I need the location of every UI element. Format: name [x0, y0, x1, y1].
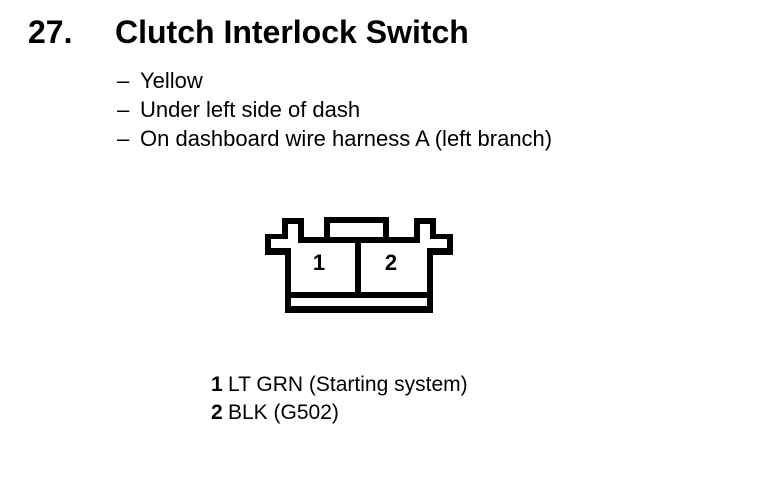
pin-1-cavity — [291, 243, 355, 292]
right-wing-channel — [420, 239, 447, 248]
legend-pin-label: LT GRN (Starting system) — [228, 373, 468, 396]
bottom-rail-slot — [291, 298, 427, 306]
list-item: – Under left side of dash — [117, 95, 552, 124]
right-tab-channel — [420, 224, 430, 248]
legend-row: 1 LT GRN (Starting system) — [211, 371, 468, 399]
dash-marker: – — [117, 97, 130, 122]
section-number: 27. — [28, 14, 73, 50]
connector-diagram: 1 2 — [265, 217, 453, 313]
left-tab-channel — [288, 224, 298, 248]
pin-legend: 1 LT GRN (Starting system) 2 BLK (G502) — [211, 371, 468, 427]
list-item: – On dashboard wire harness A (left bran… — [117, 124, 552, 153]
list-item-text: Under left side of dash — [140, 97, 361, 122]
left-wing-channel — [271, 239, 298, 248]
dash-marker: – — [117, 68, 130, 93]
list-item: – Yellow — [117, 66, 552, 95]
legend-pin-number: 1 — [211, 373, 223, 396]
legend-pin-label: BLK (G502) — [228, 401, 339, 424]
legend-row: 2 BLK (G502) — [211, 399, 468, 427]
legend-pin-number: 2 — [211, 401, 223, 424]
dash-marker: – — [117, 126, 130, 151]
pin-2-cavity — [361, 243, 427, 292]
detail-list: – Yellow – Under left side of dash – On … — [117, 66, 552, 153]
pin-2-number: 2 — [385, 250, 397, 275]
list-item-text: On dashboard wire harness A (left branch… — [140, 126, 553, 151]
page-title: Clutch Interlock Switch — [115, 14, 469, 50]
center-tab-slot — [330, 223, 383, 237]
pin-1-number: 1 — [313, 250, 325, 275]
list-item-text: Yellow — [140, 68, 203, 93]
